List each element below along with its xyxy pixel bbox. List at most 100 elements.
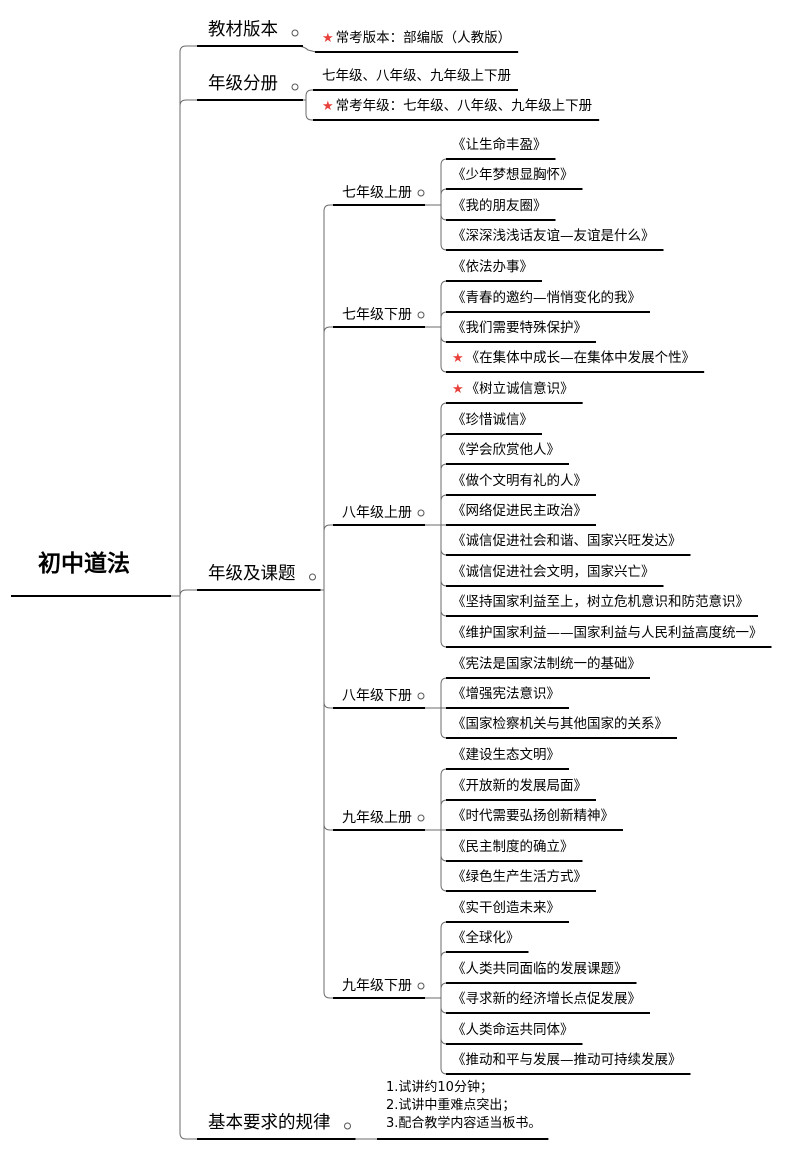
- lesson-connector: [440, 188, 448, 205]
- lesson-connector: [440, 525, 448, 648]
- branch-grades-connector: [179, 99, 198, 596]
- branch-lessons-toggle-icon[interactable]: [309, 573, 316, 581]
- lesson-item-text: 《诚信促进社会文明，国家兴亡》: [452, 564, 655, 580]
- lesson-item-text: 《人类共同面临的发展课题》: [452, 961, 628, 977]
- textbook-item: ★常考版本：部编版（人教版）: [322, 31, 511, 46]
- branch-textbook-connector: [179, 45, 198, 596]
- lesson-connector: [440, 768, 448, 830]
- volume-toggle-icon[interactable]: [417, 814, 425, 822]
- volume-3: 八年级上册: [342, 506, 412, 520]
- lesson-connector: [440, 205, 448, 221]
- lesson-item: 《我的朋友圈》: [452, 199, 547, 214]
- lesson-item: 《开放新的发展局面》: [452, 779, 587, 794]
- lesson-item-text: 《网络促进民主政治》: [452, 503, 587, 519]
- lesson-item: 《做个文明有礼的人》: [452, 473, 587, 489]
- star-icon: ★: [322, 31, 334, 46]
- lesson-item: 《珍惜诚信》: [452, 412, 533, 428]
- star-icon: ★: [452, 382, 464, 397]
- lesson-item-text: 《全球化》: [452, 930, 520, 946]
- volume-6: 九年级下册: [342, 979, 412, 993]
- root-topic: 初中道法: [38, 553, 130, 576]
- lesson-connector: [440, 402, 448, 525]
- lesson-item-text: 《我们需要特殊保护》: [452, 320, 587, 336]
- volume-5: 九年级上册: [342, 811, 412, 825]
- lesson-item: 《我们需要特殊保护》: [452, 320, 587, 336]
- volume-connector: [323, 524, 334, 590]
- lesson-connector: [440, 982, 448, 998]
- lesson-item: 《诚信促进社会文明，国家兴亡》: [452, 564, 655, 580]
- lesson-item: 《全球化》: [452, 930, 520, 946]
- lesson-item-text: 《推动和平与发展—推动可持续发展》: [452, 1052, 682, 1068]
- grades-item: ★常考年级：七年级、八年级、九年级上下册: [322, 99, 592, 114]
- volume-connector: [323, 326, 334, 590]
- lesson-connector: [440, 998, 448, 1075]
- branch-textbook-text: 教材版本: [208, 20, 278, 40]
- volume-1-text: 七年级上册: [342, 185, 412, 201]
- lesson-item: 《网络促进民主政治》: [452, 503, 587, 519]
- lesson-item-text: 《少年梦想显胸怀》: [452, 167, 574, 183]
- lesson-connector: [440, 494, 448, 525]
- lesson-item: 《建设生态文明》: [452, 748, 560, 763]
- branch-grades-text: 年级分册: [208, 74, 278, 94]
- volume-5-text: 九年级上册: [342, 810, 412, 826]
- lesson-item-text: 《寻求新的经济增长点促发展》: [452, 991, 641, 1007]
- lesson-item: 《依法办事》: [452, 260, 533, 275]
- lesson-connector: [440, 525, 448, 617]
- lesson-item: 《增强宪法意识》: [452, 686, 560, 702]
- lesson-connector: [440, 280, 448, 327]
- lesson-item-text: 《增强宪法意识》: [452, 686, 560, 702]
- lesson-item: ★《树立诚信意识》: [452, 381, 574, 397]
- lesson-connector: [440, 463, 448, 525]
- lesson-item-text: 《学会欣赏他人》: [452, 442, 560, 458]
- branch-lessons: 年级及课题: [208, 565, 296, 584]
- lesson-item: 《时代需要弘扬创新精神》: [452, 808, 614, 824]
- star-icon: ★: [452, 351, 464, 366]
- lesson-connector: [440, 830, 448, 892]
- volume-4-text: 八年级下册: [342, 688, 412, 704]
- lesson-connector: [440, 677, 448, 708]
- lesson-connector: [440, 311, 448, 327]
- volume-toggle-icon[interactable]: [417, 189, 425, 197]
- lesson-connector: [440, 205, 448, 251]
- branch-textbook-toggle-icon[interactable]: [291, 29, 299, 37]
- branch-requirements-connector: [179, 596, 198, 1140]
- lesson-item-text: 《做个文明有礼的人》: [452, 473, 587, 489]
- lesson-item-text: 《诚信促进社会和谐、国家兴旺发达》: [452, 533, 682, 549]
- lesson-item: 《实干创造未来》: [452, 900, 560, 916]
- lesson-item-text: 《民主制度的确立》: [452, 839, 574, 855]
- volume-connector: [323, 204, 334, 590]
- lesson-item-text: 《坚持国家利益至上，树立危机意识和防范意识》: [452, 594, 749, 610]
- volume-3-text: 八年级上册: [342, 505, 412, 521]
- lesson-item-text: 《让生命丰盈》: [452, 137, 547, 153]
- lesson-connector: [440, 327, 448, 373]
- lesson-item-text: 《在集体中成长—在集体中发展个性》: [465, 350, 696, 366]
- lesson-item-text: 《时代需要弘扬创新精神》: [452, 808, 614, 824]
- lesson-item-text: 《珍惜诚信》: [452, 412, 533, 428]
- branch-requirements-toggle-icon[interactable]: [344, 1122, 351, 1130]
- grades-item-connector: [305, 89, 314, 100]
- branch-grades-toggle-icon[interactable]: [291, 83, 299, 91]
- lesson-item-text: 《人类命运共同体》: [452, 1022, 574, 1038]
- lesson-item: 《诚信促进社会和谐、国家兴旺发达》: [452, 533, 682, 549]
- lesson-item: 《人类共同面临的发展课题》: [452, 961, 628, 977]
- volume-connector: [323, 590, 334, 831]
- lesson-connector: [440, 158, 448, 205]
- volume-toggle-icon[interactable]: [417, 311, 425, 319]
- lesson-item: 《人类命运共同体》: [452, 1022, 574, 1038]
- volume-toggle-icon[interactable]: [417, 982, 425, 990]
- grades-item-text: 七年级、八年级、九年级上下册: [322, 68, 511, 84]
- volume-connector: [323, 590, 334, 999]
- volume-toggle-icon[interactable]: [417, 692, 425, 700]
- lesson-item: 《寻求新的经济增长点促发展》: [452, 991, 641, 1007]
- volume-2-text: 七年级下册: [342, 307, 412, 323]
- lesson-item-text: 《树立诚信意识》: [465, 381, 574, 397]
- lesson-connector: [440, 327, 448, 343]
- volume-toggle-icon[interactable]: [417, 509, 425, 517]
- lesson-connector: [440, 998, 448, 1045]
- lesson-item-text: 《实干创造未来》: [452, 900, 560, 916]
- lesson-connector: [440, 998, 448, 1014]
- volume-4: 八年级下册: [342, 689, 412, 703]
- lesson-item-text: 《绿色生产生活方式》: [452, 869, 587, 885]
- lesson-item: 《维护国家利益——国家利益与人民利益高度统一》: [452, 626, 763, 641]
